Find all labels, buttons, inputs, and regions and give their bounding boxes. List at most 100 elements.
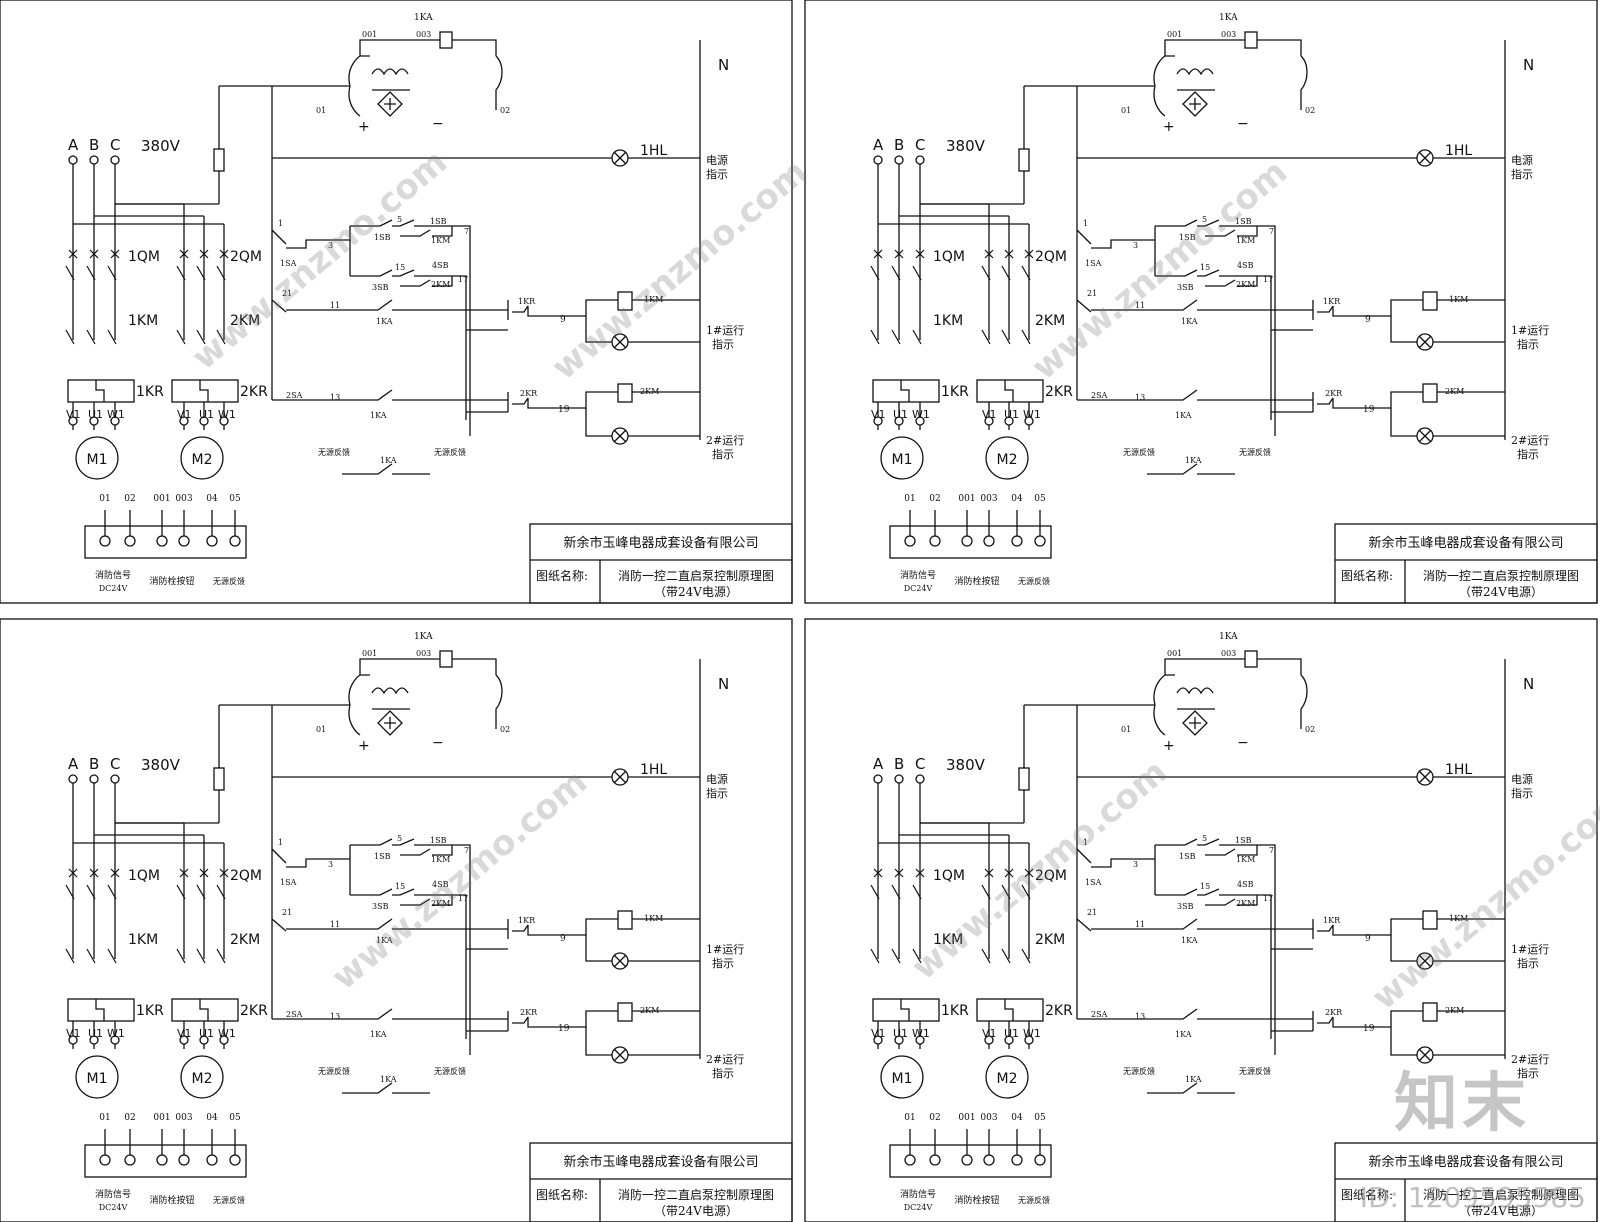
terminal-number: 001: [153, 1113, 170, 1123]
terminal-number: 04: [206, 494, 218, 504]
drawing-sub: （带24V电源）: [654, 1204, 738, 1218]
node-label: 15: [1200, 263, 1210, 272]
terminal-label: V1: [177, 1027, 192, 1040]
node-label: 02: [1305, 725, 1315, 734]
switch-label: 2SA: [1091, 1010, 1108, 1019]
terminal-label: V1: [66, 408, 81, 421]
button-label: 1SB: [374, 233, 391, 242]
lamp-label: 1HL: [640, 143, 667, 159]
terminal-label: W1: [218, 1027, 236, 1040]
feedback-label: 无源反馈: [434, 447, 466, 457]
overload-label: 1KR: [941, 384, 969, 400]
feedback-label: 无源反馈: [1123, 447, 1155, 457]
button-label: 3SB: [372, 283, 389, 292]
motor-label: M2: [192, 452, 213, 468]
terminal-caption: DC24V: [99, 1203, 128, 1212]
phase-label: A: [68, 136, 79, 154]
node-label: 01: [1121, 106, 1131, 115]
neutral-label: N: [718, 675, 729, 693]
overload-contact-label: 1KR: [518, 916, 536, 925]
relay-contact-label: 1KA: [376, 936, 393, 945]
phase-label: A: [873, 136, 884, 154]
company-name: 新余市玉峰电器成套设备有限公司: [1368, 1154, 1563, 1170]
run2-indicator-label: 指示: [1517, 447, 1539, 461]
switch-label: 2SA: [286, 391, 303, 400]
company-name: 新余市玉峰电器成套设备有限公司: [1368, 535, 1563, 551]
terminal-number: 02: [929, 1113, 940, 1123]
overload-contact-label: 2KR: [1325, 389, 1343, 398]
node-label: 9: [560, 934, 566, 944]
image-id-watermark: ID: 1209595585: [1359, 1181, 1586, 1214]
lamp-label: 1HL: [1445, 143, 1472, 159]
button-label: 3SB: [1177, 283, 1194, 292]
breaker-label: 2QM: [1035, 868, 1067, 884]
coil-contact-label: 2KM: [1236, 280, 1255, 289]
contactor-label: 1KM: [128, 313, 158, 329]
terminal-label: U1: [1004, 1027, 1019, 1040]
terminal-label: U1: [893, 1027, 908, 1040]
node-label: 7: [464, 227, 469, 236]
switch-label: 1SA: [280, 878, 297, 887]
motor-label: M1: [87, 452, 108, 468]
terminal-caption: 无源反馈: [1018, 576, 1050, 586]
terminal-number: 003: [980, 1113, 997, 1123]
terminal-label: V1: [177, 408, 192, 421]
relay-label: 1KA: [414, 13, 433, 23]
phase-label: B: [894, 136, 904, 154]
minus-label: −: [1237, 735, 1249, 751]
node-label: 15: [395, 263, 405, 272]
node-label: 7: [464, 846, 469, 855]
relay-label: 1KA: [1219, 13, 1238, 23]
terminal-label: V1: [982, 1027, 997, 1040]
power-indicator-label: 指示: [706, 167, 728, 181]
run1-indicator-label: 1#运行: [1511, 943, 1549, 956]
relay-contact-label: 1KA: [1181, 936, 1198, 945]
overload-label: 1KR: [136, 384, 164, 400]
brand-watermark: 知末: [1394, 1067, 1530, 1141]
node-label: 003: [1221, 649, 1236, 658]
breaker-label: 1QM: [128, 868, 160, 884]
node-label: 13: [1135, 393, 1145, 402]
run1-indicator-label: 1#运行: [1511, 324, 1549, 337]
switch-label: 1SA: [1085, 878, 1102, 887]
node-label: 5: [397, 215, 402, 224]
node-label: 001: [1167, 649, 1182, 658]
terminal-number: 003: [175, 494, 192, 504]
node-label: 15: [1200, 882, 1210, 891]
terminal-number: 01: [99, 494, 110, 504]
neutral-label: N: [718, 56, 729, 74]
coil-contact-label: 2KM: [431, 280, 450, 289]
terminal-label: W1: [107, 1027, 125, 1040]
node-label: 19: [1363, 405, 1375, 415]
button-label: 1SB: [1179, 852, 1196, 861]
button-label: 1SB: [430, 217, 447, 226]
node-label: 1: [1083, 838, 1088, 847]
power-indicator-label: 电源: [706, 153, 728, 167]
switch-label: 2SA: [1091, 391, 1108, 400]
terminal-label: U1: [199, 1027, 214, 1040]
run1-indicator-label: 指示: [712, 956, 734, 970]
button-label: 4SB: [1237, 880, 1254, 889]
breaker-label: 1QM: [933, 868, 965, 884]
run1-indicator-label: 指示: [1517, 956, 1539, 970]
node-label: 13: [330, 393, 340, 402]
run2-indicator-label: 指示: [712, 1066, 734, 1080]
power-indicator-label: 电源: [1511, 153, 1533, 167]
node-label: 02: [1305, 106, 1315, 115]
node-label: 21: [1087, 908, 1097, 917]
run1-indicator-label: 1#运行: [706, 324, 744, 337]
overload-contact-label: 1KR: [1323, 297, 1341, 306]
node-label: 003: [1221, 30, 1236, 39]
run2-indicator-label: 指示: [712, 447, 734, 461]
node-label: 11: [330, 301, 340, 310]
terminal-caption: 消防栓按钮: [954, 1194, 999, 1206]
relay-contact-label: 1KA: [1181, 317, 1198, 326]
drawing-name: 消防一控二直启泵控制原理图: [618, 568, 774, 583]
relay-contact-label: 1KA: [1175, 1030, 1192, 1039]
node-label: 9: [560, 315, 566, 325]
power-indicator-label: 电源: [1511, 772, 1533, 786]
terminal-label: V1: [66, 1027, 81, 1040]
node-label: 17: [458, 275, 468, 284]
terminal-number: 05: [1034, 494, 1046, 504]
